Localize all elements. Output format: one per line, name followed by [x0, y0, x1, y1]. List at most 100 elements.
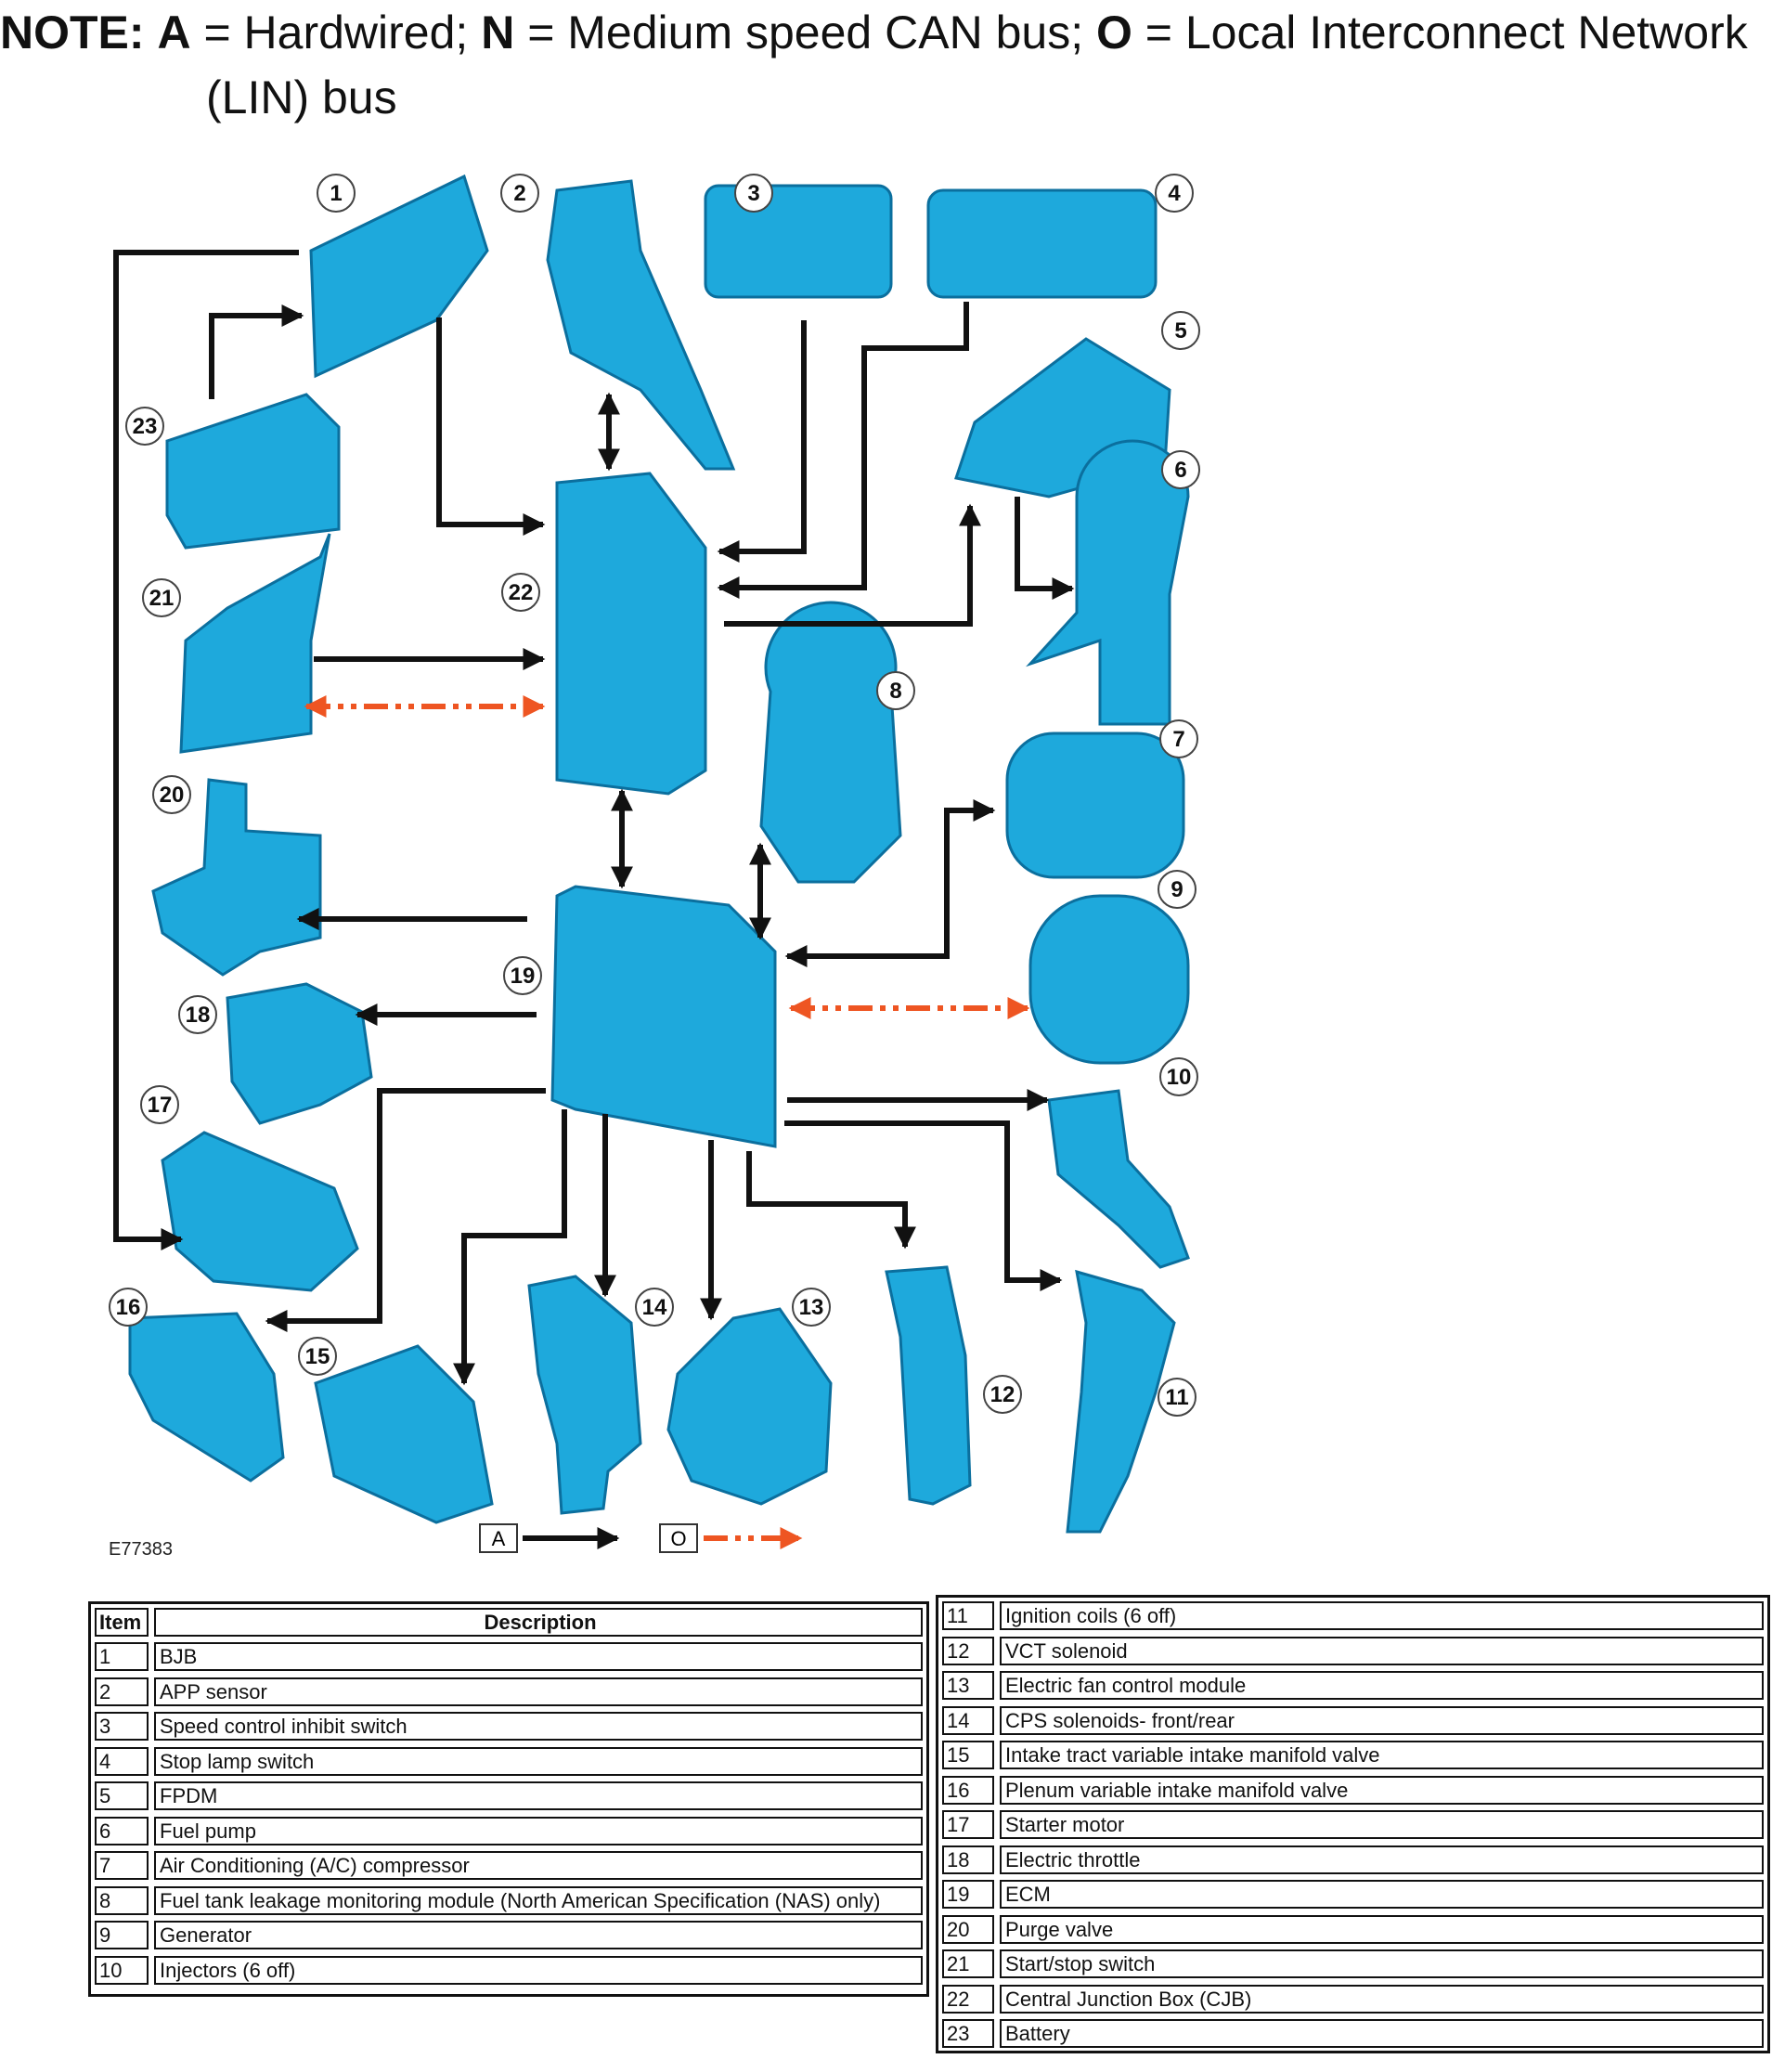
item-description: Fuel pump [154, 1817, 923, 1845]
item-number: 12 [942, 1637, 994, 1665]
callout-15: 15 [299, 1338, 336, 1375]
item-description: Fuel tank leakage monitoring module (Nor… [154, 1886, 923, 1915]
item-description: Generator [154, 1921, 923, 1949]
generator-component [1030, 896, 1188, 1063]
item-number: 8 [95, 1886, 149, 1915]
item-description: Speed control inhibit switch [154, 1712, 923, 1741]
callout-17: 17 [141, 1086, 178, 1123]
callout-4: 4 [1156, 175, 1193, 212]
note-n-key: N [481, 6, 514, 58]
callout-22: 22 [502, 574, 539, 611]
callout-number: 10 [1167, 1065, 1192, 1090]
table-row: 19ECM [942, 1880, 1764, 1909]
item-description: Stop lamp switch [154, 1747, 923, 1776]
callout-12: 12 [984, 1376, 1021, 1413]
item-number: 4 [95, 1747, 149, 1776]
wire-stoplamp-to-cjb [719, 302, 966, 588]
table-row: 5FPDM [95, 1781, 923, 1810]
table-row: 1BJB [95, 1642, 923, 1671]
wire-ecm-to-vct [749, 1151, 905, 1247]
note-o-desc: = Local Interconnect Network [1132, 6, 1748, 58]
callout-number: 2 [513, 181, 525, 206]
legend-hardwired: A [480, 1524, 617, 1552]
figure-id: E77383 [109, 1539, 173, 1560]
table-row: 10Injectors (6 off) [95, 1956, 923, 1985]
item-number: 23 [942, 2019, 994, 2048]
legend-hardwired-key: A [492, 1527, 506, 1550]
item-number: 21 [942, 1949, 994, 1978]
callout-number: 5 [1174, 318, 1186, 343]
wire-bjb-to-cjb [439, 317, 543, 524]
item-description: FPDM [154, 1781, 923, 1810]
item-number: 2 [95, 1677, 149, 1706]
note-prefix: NOTE: [0, 6, 145, 58]
ac-compressor-component [1007, 733, 1184, 877]
starter-motor-component [162, 1133, 357, 1290]
item-description: Central Junction Box (CJB) [1000, 1985, 1764, 2014]
item-description: Start/stop switch [1000, 1949, 1764, 1978]
start-stop-switch-component [181, 534, 330, 752]
legend-lin: O [660, 1524, 800, 1552]
callout-9: 9 [1158, 871, 1196, 908]
item-description: VCT solenoid [1000, 1637, 1764, 1665]
item-number: 16 [942, 1776, 994, 1805]
callout-7: 7 [1160, 720, 1197, 758]
table-row: 16Plenum variable intake manifold valve [942, 1776, 1764, 1805]
item-number: 7 [95, 1851, 149, 1880]
item-number: 6 [95, 1817, 149, 1845]
callout-number: 1 [330, 181, 342, 206]
battery-component [167, 395, 339, 548]
callout-number: 12 [990, 1382, 1015, 1407]
callout-11: 11 [1158, 1379, 1196, 1416]
item-header: Item [95, 1608, 149, 1637]
callout-number: 20 [160, 783, 185, 808]
vct-solenoid-component [886, 1267, 970, 1504]
speed-control-inhibit-switch-component [705, 186, 891, 297]
callout-number: 3 [747, 181, 759, 206]
item-number: 19 [942, 1880, 994, 1909]
injector-component [1049, 1091, 1188, 1267]
stop-lamp-switch-component [928, 190, 1156, 297]
fan-control-module-component [668, 1309, 831, 1504]
item-description: Intake tract variable intake manifold va… [1000, 1741, 1764, 1769]
callout-number: 22 [509, 580, 534, 605]
item-number: 9 [95, 1921, 149, 1949]
item-number: 14 [942, 1706, 994, 1735]
plenum-valve-component [130, 1314, 283, 1481]
callout-number: 8 [889, 679, 901, 704]
callout-3: 3 [735, 175, 772, 212]
item-description: Electric fan control module [1000, 1671, 1764, 1700]
callout-number: 21 [149, 586, 175, 611]
note-o-key: O [1096, 6, 1132, 58]
note-a-desc: = Hardwired; [191, 6, 482, 58]
item-number: 18 [942, 1845, 994, 1874]
callout-number: 6 [1174, 458, 1186, 483]
item-number: 11 [942, 1601, 994, 1630]
table-row: 6Fuel pump [95, 1817, 923, 1845]
callout-5: 5 [1162, 312, 1199, 349]
electric-throttle-component [227, 984, 371, 1123]
table-row: 15Intake tract variable intake manifold … [942, 1741, 1764, 1769]
ecm-component [552, 887, 775, 1146]
callout-13: 13 [793, 1289, 830, 1326]
callout-number: 16 [116, 1295, 141, 1320]
item-description: BJB [154, 1642, 923, 1671]
callout-number: 19 [511, 964, 536, 989]
callout-number: 15 [305, 1344, 330, 1369]
item-number: 10 [95, 1956, 149, 1985]
item-number: 1 [95, 1642, 149, 1671]
table-row: 12VCT solenoid [942, 1637, 1764, 1665]
note-n-desc: = Medium speed CAN bus; [514, 6, 1096, 58]
callout-6: 6 [1162, 451, 1199, 488]
item-description: CPS solenoids- front/rear [1000, 1706, 1764, 1735]
item-description: Air Conditioning (A/C) compressor [154, 1851, 923, 1880]
leakage-monitoring-module-component [761, 602, 900, 882]
